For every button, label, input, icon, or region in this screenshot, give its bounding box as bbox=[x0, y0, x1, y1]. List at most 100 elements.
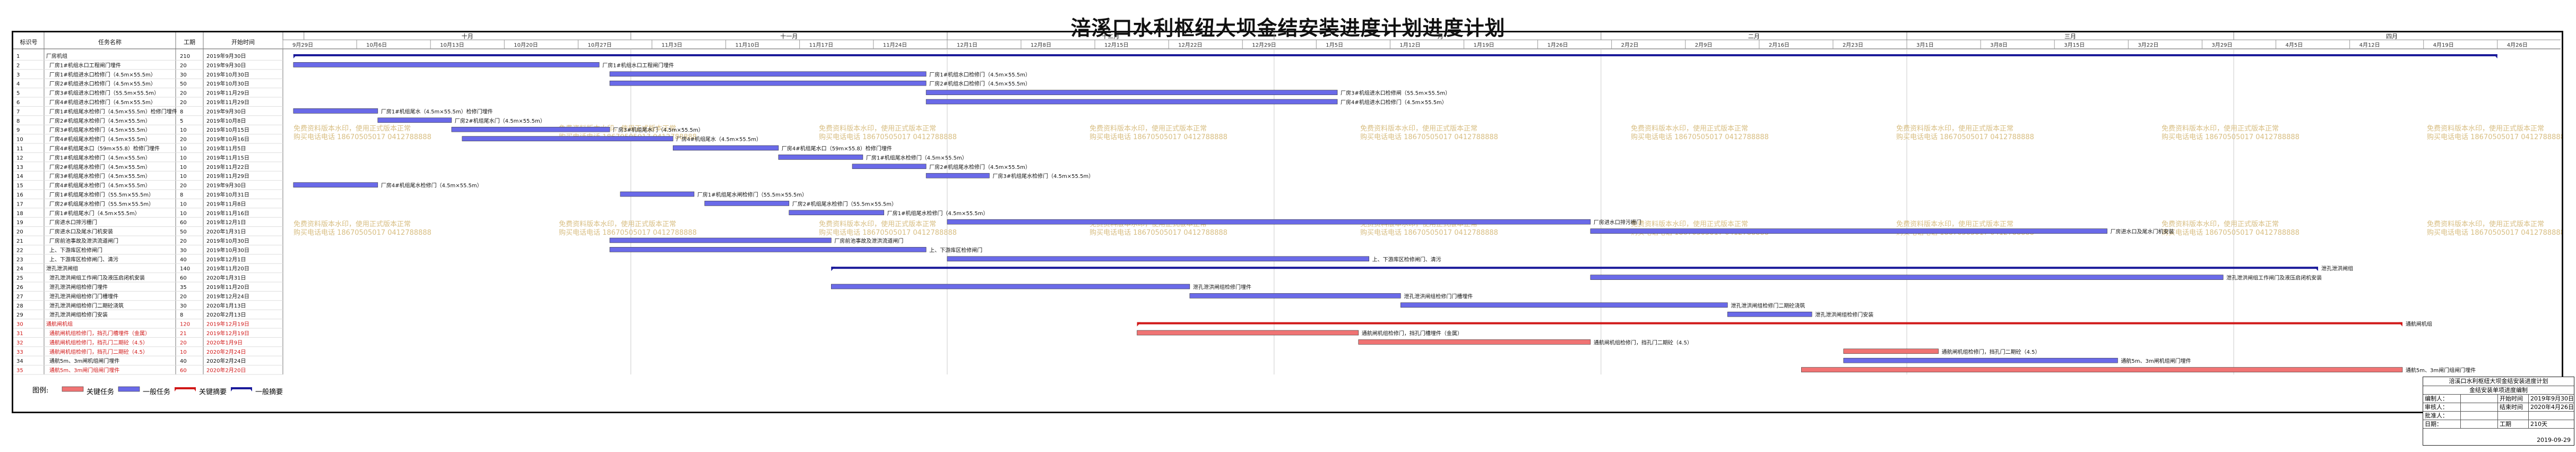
task-name: 厂房2#机组尾水检修门（55.5m×55.5m） bbox=[49, 200, 154, 207]
task-name: 厂房4#机组尾水口（59m×55.8）检修门埋件 bbox=[49, 145, 160, 152]
task-bar bbox=[609, 237, 832, 243]
task-name: 厂房3#机组尾水检修门（4.5m×55.5m） bbox=[49, 126, 151, 133]
task-name: 厂房进水口排污栅门 bbox=[49, 219, 97, 226]
task-duration: 60 bbox=[180, 368, 187, 374]
column-header: 任务名称 bbox=[98, 38, 122, 46]
bar-label: 厂房前池事故及泄洪流道闸门 bbox=[834, 237, 903, 244]
week-label: 1月19日 bbox=[1473, 42, 1494, 48]
week-label: 12月8日 bbox=[1031, 42, 1051, 48]
bar-label: 厂房2#机组尾水检修门（4.5m×55.5m） bbox=[929, 164, 1031, 170]
task-start: 2019年11月16日 bbox=[206, 210, 249, 217]
task-start: 2019年11月20日 bbox=[206, 284, 249, 291]
info-subtitle: 金结安装单项进度编制 bbox=[2469, 387, 2528, 394]
task-duration: 140 bbox=[180, 266, 190, 272]
task-name: 厂房4#机组尾水检修门（4.5m×55.5m） bbox=[49, 136, 151, 143]
bar-label: 厂房1#机组尾水检修门（4.5m×55.5m） bbox=[887, 210, 989, 217]
info-value bbox=[2460, 412, 2497, 420]
task-name: 厂房3#机组进水口检修门（55.5m×55.5m） bbox=[49, 90, 159, 97]
task-bar bbox=[1801, 367, 2403, 372]
project-info-box: 涪溪口水利枢纽大坝金结安装进度计划 金结安装单项进度编制 编制人： 开始时间 2… bbox=[2423, 377, 2574, 446]
watermark-line-2: 购买电话电话 18670505017 0412788888 bbox=[819, 133, 957, 141]
week-label: 10月13日 bbox=[440, 42, 464, 48]
week-label: 4月5日 bbox=[2286, 42, 2303, 48]
bar-label: 厂房1#机组尾水（4.5m×55.5m）检修门埋件 bbox=[381, 108, 493, 115]
task-start: 2019年11月22日 bbox=[206, 164, 249, 170]
task-name: 厂房1#机组水口工程闸门埋件 bbox=[49, 62, 121, 69]
month-label: 三月 bbox=[2064, 33, 2076, 40]
task-id: 17 bbox=[16, 201, 23, 207]
task-name: 厂房1#机组尾水门（4.5m×55.5m） bbox=[49, 210, 140, 217]
task-bar bbox=[852, 164, 927, 169]
watermark-line-1: 免费资料版本水印，使用正式版本正常 bbox=[2162, 124, 2279, 133]
watermark-line-2: 购买电话电话 18670505017 0412788888 bbox=[2427, 228, 2562, 237]
week-label: 11月17日 bbox=[809, 42, 833, 48]
task-id: 33 bbox=[16, 349, 23, 355]
bar-label: 厂房2#机组尾水门（4.5m×55.5m） bbox=[455, 117, 546, 124]
task-name: 通航闸机组检修门，挡孔门二期砼（4.5） bbox=[49, 348, 148, 355]
week-label: 11月10日 bbox=[736, 42, 759, 48]
watermark-line-2: 购买电话电话 18670505017 0412788888 bbox=[293, 133, 431, 141]
task-id: 9 bbox=[16, 127, 20, 133]
watermark-line-1: 免费资料版本水印，使用正式版本正常 bbox=[559, 220, 676, 228]
week-label: 3月22日 bbox=[2138, 42, 2158, 48]
task-id: 3 bbox=[16, 72, 20, 78]
task-duration: 8 bbox=[180, 109, 183, 115]
task-id: 31 bbox=[16, 331, 23, 337]
task-duration: 20 bbox=[180, 183, 187, 189]
task-duration: 8 bbox=[180, 192, 183, 198]
bar-label: 厂房4#机组尾水（4.5m×55.5m） bbox=[676, 136, 762, 143]
task-id: 8 bbox=[16, 118, 20, 124]
info-value bbox=[2460, 403, 2497, 412]
month-label: 十一月 bbox=[780, 32, 798, 40]
info-header: 涪溪口水利枢纽大坝金结安装进度计划 bbox=[2423, 377, 2574, 386]
bar-label: 厂房1#机组尾水闸检修门（55.5m×55.5m） bbox=[697, 191, 807, 198]
task-duration: 210 bbox=[180, 54, 190, 59]
task-id: 23 bbox=[16, 257, 23, 263]
info-row-1: 编制人： 开始时间 2019年9月30日 bbox=[2423, 394, 2574, 403]
week-label: 2月23日 bbox=[1843, 42, 1863, 48]
task-start: 2019年10月16日 bbox=[206, 136, 249, 143]
task-start: 2020年2月20日 bbox=[206, 367, 246, 374]
task-start: 2019年10月30日 bbox=[206, 246, 249, 253]
task-start: 2020年1月13日 bbox=[206, 302, 246, 309]
task-id: 20 bbox=[16, 229, 23, 235]
bar-label: 通航闸机组检修门，挡孔门槽埋件（金属） bbox=[1362, 330, 1463, 337]
task-duration: 10 bbox=[180, 165, 187, 170]
watermark-line-2: 购买电话电话 18670505017 0412788888 bbox=[1360, 228, 1498, 237]
task-id: 22 bbox=[16, 248, 23, 253]
task-bar bbox=[947, 219, 1591, 225]
info-value: 210天 bbox=[2528, 420, 2574, 429]
info-date: 2019-09-29 bbox=[2537, 437, 2571, 444]
week-label: 3月1日 bbox=[1916, 42, 1934, 48]
task-bar bbox=[609, 71, 927, 77]
task-name: 泄孔泄洪闸组检修门安装 bbox=[49, 311, 108, 318]
task-bar bbox=[609, 80, 927, 86]
task-duration: 40 bbox=[180, 359, 187, 364]
bar-label: 通航闸机组 bbox=[2406, 321, 2432, 328]
info-row-4: 日期： 工期 210天 bbox=[2423, 420, 2574, 429]
task-duration: 20 bbox=[180, 340, 187, 346]
task-start: 2019年10月8日 bbox=[206, 117, 246, 124]
bar-label: 厂房进水口排污栅门 bbox=[1594, 219, 1641, 226]
task-duration: 10 bbox=[180, 201, 187, 207]
summary-bar-start-cap bbox=[1137, 322, 1141, 327]
task-name: 上、下游库区检修闸门 bbox=[49, 246, 102, 253]
bar-label: 厂房4#机组进水口检修门（4.5m×55.5m） bbox=[1341, 99, 1447, 106]
week-label: 10月6日 bbox=[366, 42, 387, 48]
summary-bar bbox=[831, 267, 2318, 269]
task-id: 13 bbox=[16, 165, 23, 170]
task-start: 2019年12月24日 bbox=[206, 293, 249, 300]
task-duration: 20 bbox=[180, 137, 187, 143]
task-name: 厂房2#机组进水口检修门（4.5m×55.5m） bbox=[49, 80, 156, 87]
task-bar bbox=[704, 201, 790, 206]
task-bar bbox=[1189, 293, 1401, 299]
task-id: 10 bbox=[16, 137, 23, 143]
summary-bar-end-cap bbox=[2493, 54, 2497, 58]
task-duration: 8 bbox=[180, 312, 183, 318]
task-id: 26 bbox=[16, 285, 23, 291]
watermark-line-2: 购买电话电话 18670505017 0412788888 bbox=[819, 228, 957, 237]
task-duration: 10 bbox=[180, 174, 187, 180]
task-duration: 20 bbox=[180, 238, 187, 244]
